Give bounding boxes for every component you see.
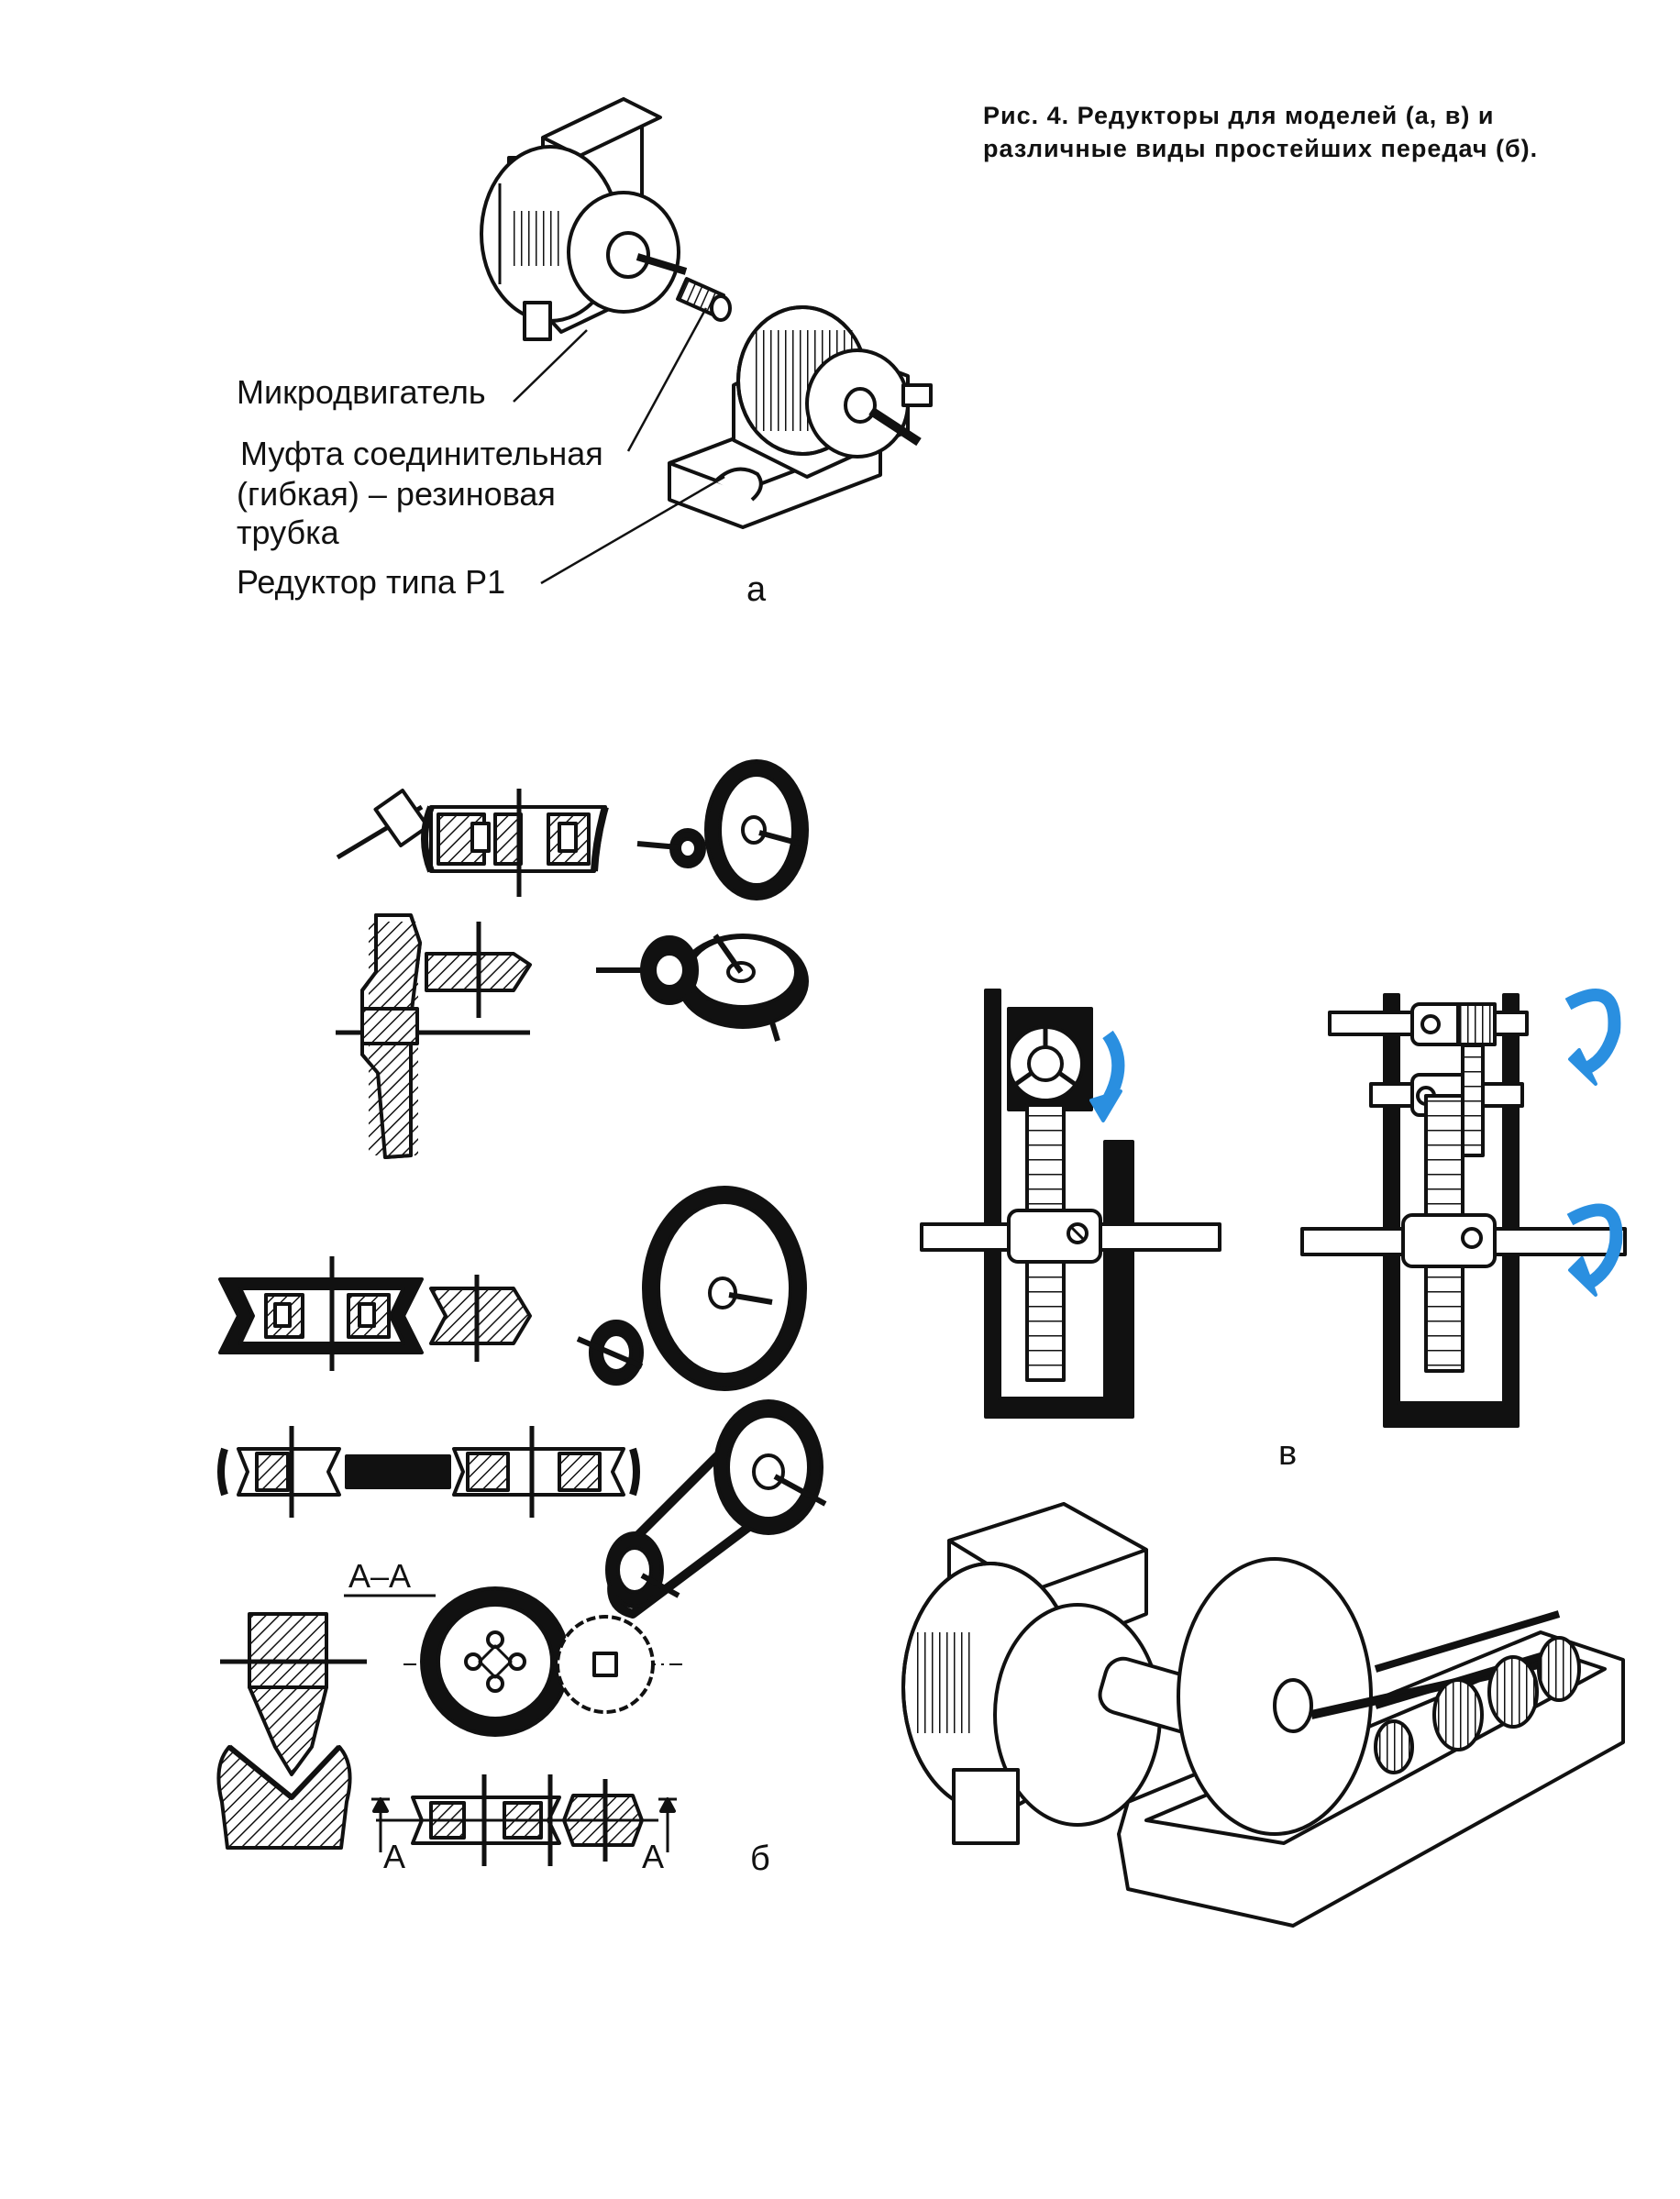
panel-a-drawing (480, 97, 933, 585)
panel-a-leader-lines (513, 307, 725, 585)
panel-b-drawing (216, 759, 827, 1866)
herringbone-gear-section (218, 1256, 532, 1371)
rack-drive-right (1300, 993, 1627, 1428)
label-reducer: Редуктор типа Р1 (237, 563, 506, 601)
shaft-coupling-section (217, 1426, 640, 1518)
v-groove-section (216, 1612, 367, 1850)
section-cut-gear-row (371, 1774, 677, 1866)
label-coupling-line-1: Муфта соединительная (240, 435, 603, 472)
section-aa-label: А–А (348, 1557, 412, 1595)
large-small-disc-pair (576, 1186, 807, 1391)
figure-caption-line-2: различные виды простейших передач (б). (983, 135, 1539, 162)
reducer-p1 (668, 305, 933, 529)
worm-gear-section (336, 789, 609, 897)
panel-a-letter: а (746, 570, 767, 609)
friction-disc-pair (636, 759, 809, 901)
belt-drive (605, 1399, 827, 1619)
panel-b-letter: б (750, 1840, 770, 1878)
label-coupling-line-2: (гибкая) – резиновая (237, 475, 556, 513)
figure-caption: Рис. 4. Редукторы для моделей (а, в) и р… (983, 99, 1643, 165)
panel-v-letter: в (1278, 1434, 1298, 1473)
gearbox-assembly (901, 1502, 1625, 1928)
bevel-friction-discs (596, 934, 809, 1042)
bevel-gear-section (336, 913, 532, 1159)
figure-caption-line-1: Рис. 4. Редукторы для моделей (а, в) и (983, 102, 1495, 129)
rubber-coupling (676, 277, 732, 322)
label-motor: Микродвигатель (237, 373, 486, 411)
rotation-arrows-right (1564, 989, 1623, 1297)
rack-drive-left (920, 989, 1221, 1419)
label-coupling-line-3: трубка (237, 514, 339, 551)
section-aa-view (344, 1586, 683, 1737)
section-mark-left: А (383, 1838, 406, 1875)
panel-v-drawing (901, 989, 1627, 1928)
section-mark-right: А (642, 1838, 665, 1875)
